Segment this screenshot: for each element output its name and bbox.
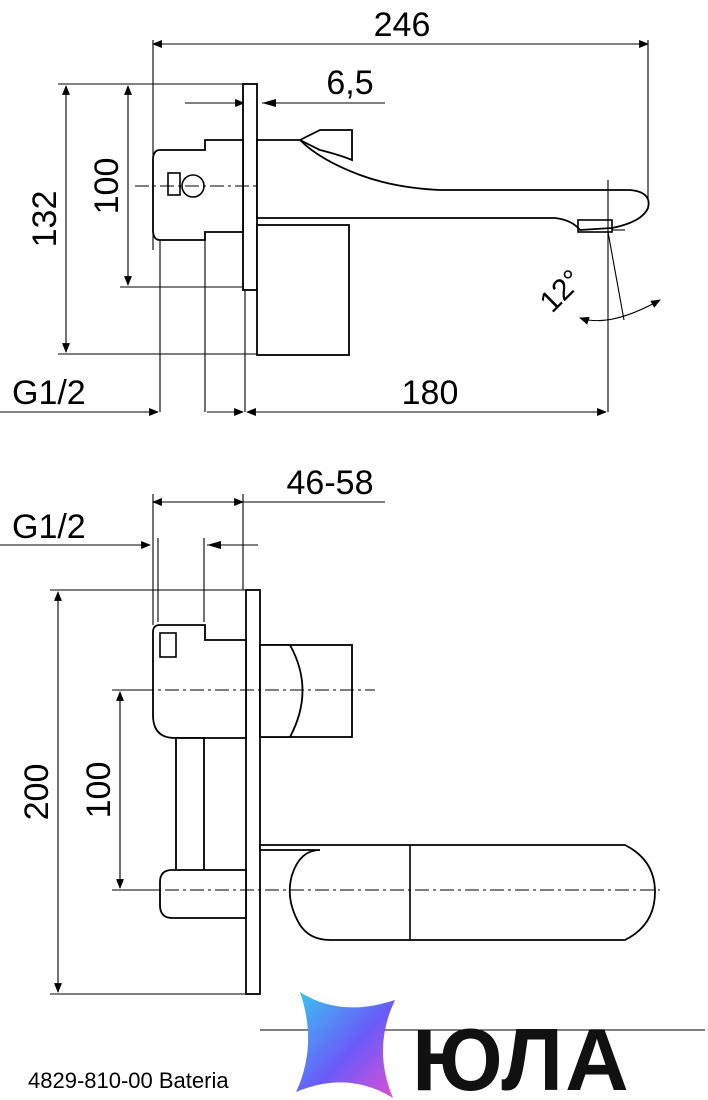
logo-star-mark	[296, 992, 395, 1098]
dim-axis-distance: 100	[80, 762, 118, 819]
dim-wall-depth: 46-58	[287, 464, 374, 502]
top-view: 246 6,5 132 100	[0, 6, 661, 416]
dim-thread-top: G1/2	[12, 374, 86, 412]
dim-total-height: 200	[18, 764, 56, 821]
dim-overall-length: 246	[374, 6, 431, 44]
dim-angle: 12°	[534, 264, 589, 319]
product-caption: 4829-810-00 Bateria	[28, 1068, 229, 1093]
side-view: 46-58 G1/2 200 100	[0, 464, 705, 1031]
dim-spout-reach: 180	[402, 374, 459, 412]
dim-thread-side: G1/2	[12, 508, 86, 546]
logo-wordmark: ЮЛА	[412, 1010, 631, 1100]
dim-height-inner: 100	[88, 158, 126, 215]
dim-plate-thickness: 6,5	[326, 64, 373, 102]
brand-logo: ЮЛА	[296, 992, 631, 1100]
dim-height-outer: 132	[26, 191, 64, 248]
